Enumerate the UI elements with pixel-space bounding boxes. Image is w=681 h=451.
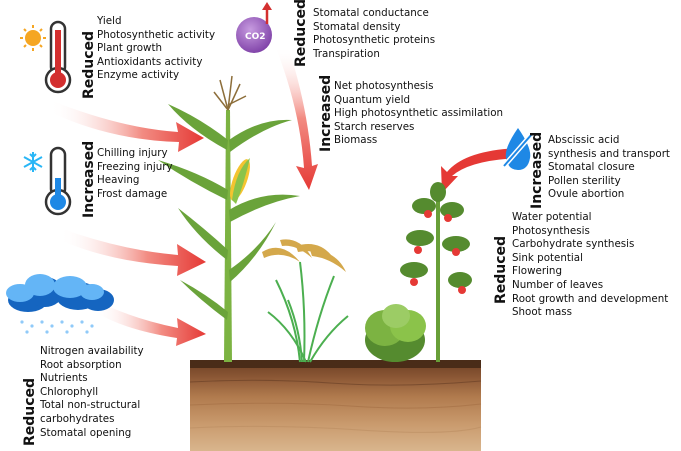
list-item: Water potential: [512, 211, 592, 223]
flood-label: Reduced: [22, 377, 38, 446]
list-item: Yield: [97, 15, 122, 27]
list-item: Plant growth: [97, 42, 163, 55]
list-item: Stomatal closure: [548, 161, 635, 174]
drought-increased-label: Increased: [529, 131, 545, 209]
co2-reduced-list: Stomatal conductance Stomatal density Ph…: [313, 7, 435, 61]
rain-cloud-icon: [6, 274, 114, 334]
list-item: Antioxidants activity: [97, 55, 203, 68]
list-item: synthesis and transport: [548, 147, 670, 160]
snowflake-icon: [23, 152, 43, 172]
list-item: Quantum yield: [334, 93, 411, 106]
list-item: Shoot mass: [512, 306, 573, 319]
cold-thermometer-icon: [44, 146, 72, 216]
co2-bubble-icon: CO2: [236, 2, 272, 53]
co2-label: CO2: [245, 32, 266, 42]
list-item: Chilling injury: [97, 147, 168, 159]
arrow-flood: [95, 300, 206, 346]
list-item: Ovule abortion: [548, 188, 625, 201]
list-item: Net photosynthesis: [334, 80, 434, 92]
list-item: Frost damage: [97, 187, 168, 200]
list-item: Number of leaves: [512, 278, 604, 291]
list-item: Photosynthetic proteins: [313, 34, 436, 47]
drought-reduced-label: Reduced: [493, 235, 509, 304]
drought-increased-list: Abscissic acid synthesis and transport S…: [548, 134, 670, 202]
list-item: Abscissic acid: [548, 134, 620, 146]
list-item: Sink potential: [512, 251, 583, 264]
arrow-co2: [276, 46, 318, 190]
tomato-plant: [400, 182, 472, 362]
list-item: High photosynthetic assimilation: [334, 107, 504, 120]
list-item: Chlorophyll: [40, 385, 99, 398]
list-item: Nitrogen availability: [40, 345, 144, 357]
soil-layer: [189, 360, 482, 451]
lettuce-plant: [365, 304, 426, 362]
hot-thermometer-icon: [44, 20, 72, 94]
list-item: Root absorption: [40, 358, 122, 371]
list-item: Total non-structural: [40, 399, 141, 412]
list-item: Root growth and development: [512, 292, 669, 305]
list-item: Heaving: [97, 174, 140, 187]
co2-reduced-label: Reduced: [293, 0, 309, 67]
co2-increased-list: Net photosynthesis Quantum yield High ph…: [334, 80, 503, 148]
list-item: Transpiration: [313, 47, 380, 60]
list-item: Freezing injury: [97, 160, 173, 173]
list-item: Pollen sterility: [548, 174, 621, 187]
list-item: Nutrients: [40, 372, 88, 385]
list-item: Biomass: [334, 134, 378, 147]
list-item: Carbohydrate synthesis: [512, 238, 635, 251]
list-item: Enzyme activity: [97, 69, 180, 82]
sun-icon: [20, 25, 46, 51]
list-item: Photosynthetic activity: [97, 28, 216, 41]
cold-effects-list: Chilling injury Freezing injury Heaving …: [97, 147, 173, 201]
heat-label: Reduced: [81, 30, 97, 99]
no-water-drop-icon: [502, 128, 534, 170]
corn-plant: [158, 75, 300, 362]
list-item: Flowering: [512, 265, 562, 278]
flood-effects-list: Nitrogen availability Root absorption Nu…: [40, 345, 144, 440]
drought-reduced-list: Water potential Photosynthesis Carbohydr…: [512, 211, 668, 320]
rice-plant: [262, 239, 349, 363]
arrow-heat: [50, 100, 204, 152]
heat-effects-list: Yield Photosynthetic activity Plant grow…: [97, 15, 215, 83]
co2-increased-label: Increased: [318, 74, 334, 152]
list-item: carbohydrates: [40, 412, 115, 425]
list-item: Stomatal conductance: [313, 7, 429, 19]
list-item: Starch reserves: [334, 120, 415, 133]
list-item: Stomatal opening: [40, 426, 132, 439]
cold-label: Increased: [81, 140, 97, 218]
arrow-drought: [441, 148, 520, 193]
list-item: Photosynthesis: [512, 224, 590, 237]
list-item: Stomatal density: [313, 20, 401, 33]
arrow-cold: [60, 228, 206, 276]
